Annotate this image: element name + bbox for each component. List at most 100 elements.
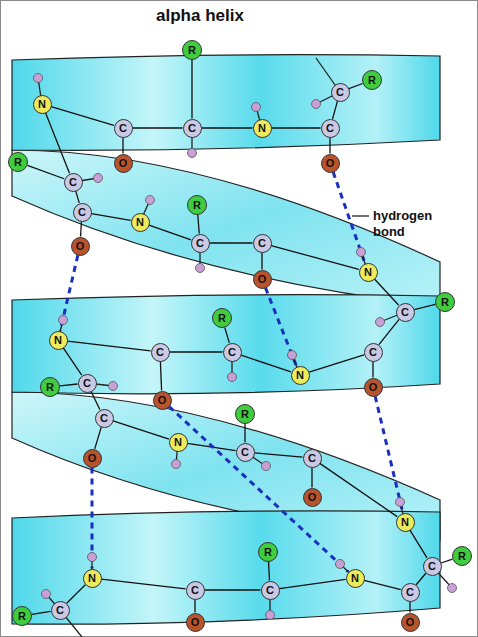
hydrogen-dot [172, 460, 181, 469]
atom-circle: O [186, 613, 205, 632]
ribbon-front-turn [12, 511, 440, 624]
atom-circle: N [359, 263, 378, 282]
atom-symbol: O [369, 382, 378, 393]
hydrogen-dot [312, 100, 321, 109]
atom-symbol: O [326, 158, 335, 169]
hydrogen-dot [357, 248, 366, 257]
atom-circle: C [191, 234, 210, 253]
atom-symbol: C [100, 413, 108, 424]
atom-circle: O [303, 488, 322, 507]
bond-line [32, 611, 51, 614]
atom-circle: C [223, 343, 242, 362]
atom-symbol: R [18, 611, 26, 622]
atom-circle: N [83, 569, 102, 588]
atom-circle: R [182, 40, 202, 60]
atom-circle: C [64, 173, 83, 192]
hydrogen-dot [448, 584, 457, 593]
atom-symbol: O [406, 617, 415, 628]
bond-line [194, 600, 195, 613]
atom-symbol: N [38, 99, 46, 110]
bond-line [254, 453, 302, 457]
bond-line [241, 355, 291, 372]
atom-symbol: C [369, 347, 377, 358]
bond-line [67, 341, 150, 351]
atom-symbol: O [119, 158, 128, 169]
bond-line [51, 107, 114, 126]
atom-circle: R [235, 404, 255, 424]
atom-symbol: C [308, 453, 316, 464]
bond-line [364, 580, 401, 589]
atom-circle: C [253, 234, 272, 253]
atom-circle: C [151, 343, 170, 362]
atom-symbol: R [368, 75, 376, 86]
atom-symbol: C [258, 238, 266, 249]
atom-symbol: O [158, 395, 167, 406]
atom-circle: O [364, 378, 383, 397]
atom-symbol: R [241, 409, 249, 420]
hydrogen-dot [109, 382, 118, 391]
atom-circle: O [114, 154, 133, 173]
atom-circle: R [452, 546, 472, 566]
hydrogen-dot [34, 74, 43, 83]
atom-circle: C [51, 601, 70, 620]
atom-circle: O [83, 449, 102, 468]
bond-line [80, 221, 82, 236]
atom-symbol: R [188, 45, 196, 56]
atom-symbol: R [193, 200, 201, 211]
atom-circle: C [73, 203, 92, 222]
atom-circle: R [8, 152, 28, 172]
atom-circle: N [346, 569, 365, 588]
atom-circle: C [114, 119, 133, 138]
atom-circle: O [153, 391, 172, 410]
bond-line [91, 214, 130, 221]
bond-line [416, 573, 426, 584]
atom-circle: C [236, 443, 255, 462]
hydrogen-dot [266, 611, 275, 620]
bond-line [27, 165, 64, 178]
bond-line [329, 138, 330, 154]
atom-symbol: R [46, 382, 54, 393]
atom-circle: C [423, 557, 442, 576]
atom-circle: O [401, 613, 420, 632]
hydrogen-dot [228, 373, 237, 382]
hydrogen-dot [146, 196, 155, 205]
hydrogen-bond-line [333, 172, 365, 263]
atom-symbol: C [196, 238, 204, 249]
atom-circle: N [253, 119, 272, 138]
atom-circle: C [261, 581, 280, 600]
atom-symbol: N [136, 217, 144, 228]
atom-symbol: C [428, 561, 436, 572]
atom-circle: R [187, 195, 207, 215]
bond-line [76, 191, 80, 203]
callout-label: hydrogen bond [373, 208, 443, 240]
bond-line [311, 468, 312, 488]
atom-symbol: C [78, 207, 86, 218]
atom-symbol: O [76, 241, 85, 252]
atom-circle: O [253, 270, 272, 289]
atom-symbol: C [156, 347, 164, 358]
hydrogen-bond-line [169, 406, 348, 571]
hydrogen-dot [252, 103, 261, 112]
atom-circle: C [183, 119, 202, 138]
atom-circle: R [40, 377, 60, 397]
bond-line [202, 127, 253, 128]
hydrogen-dot [188, 149, 197, 158]
atom-circle: N [396, 513, 415, 532]
atom-symbol: C [401, 307, 409, 318]
atom-circle: R [258, 542, 278, 562]
bond-line [191, 60, 192, 119]
bond-line [268, 562, 270, 581]
bond-line [349, 84, 363, 89]
atom-circle: C [401, 583, 420, 602]
atom-symbol: N [258, 123, 266, 134]
bond-line [441, 559, 453, 563]
bond-line [46, 113, 70, 173]
bond-line [160, 361, 161, 390]
atom-symbol: R [441, 297, 449, 308]
bond-line [133, 127, 183, 128]
hydrogen-dot [94, 174, 103, 183]
atom-circle: C [364, 343, 383, 362]
bond-line [410, 530, 427, 558]
atom-circle: C [396, 303, 415, 322]
